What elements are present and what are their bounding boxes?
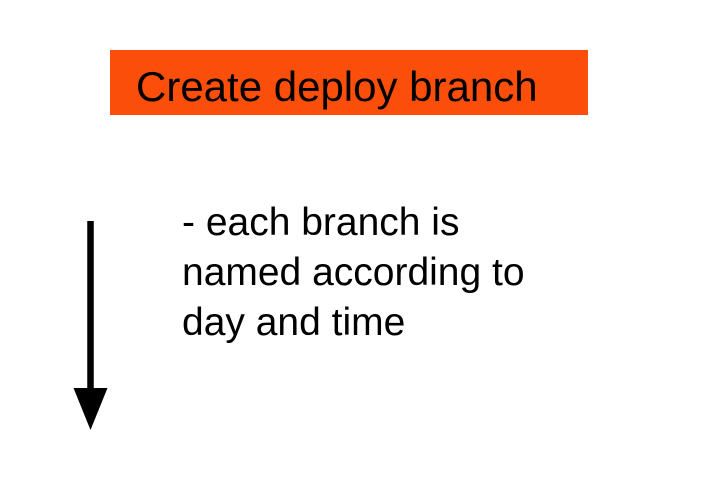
note-line: day and time <box>182 301 406 344</box>
create-deploy-branch-box: Create deploy branch <box>110 50 588 115</box>
down-arrow-icon <box>73 221 108 430</box>
title-box-label: Create deploy branch <box>136 63 538 110</box>
note-text: - each branch is named according to day … <box>182 198 525 348</box>
note-line: - each branch is <box>182 201 460 244</box>
down-arrow-head <box>73 388 108 430</box>
note-line: named according to <box>182 251 525 294</box>
